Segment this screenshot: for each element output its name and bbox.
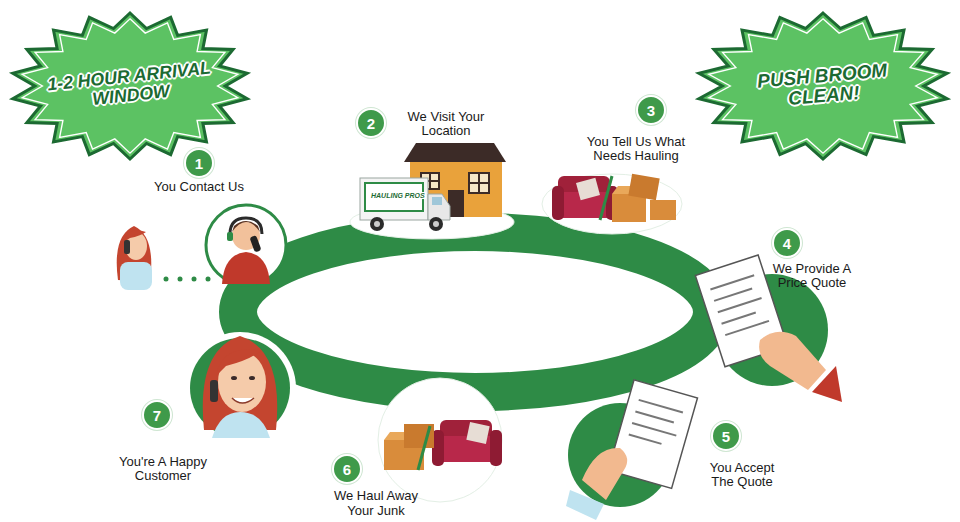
callout-number: 2 bbox=[367, 116, 375, 131]
starburst-badge: 1-2 HOUR ARRIVAL WINDOW bbox=[8, 10, 252, 162]
step-label: We Haul Away Your Junk bbox=[330, 489, 422, 518]
step-label: You're A Happy Customer bbox=[112, 455, 214, 484]
callout-number: 6 bbox=[343, 462, 351, 477]
step-circle: 3You Tell Us What Needs Hauling bbox=[636, 95, 666, 125]
callout-number: 7 bbox=[153, 408, 161, 423]
step-label: We Visit Your Location bbox=[402, 110, 490, 139]
step-circle: 5You Accept The Quote bbox=[711, 421, 741, 451]
step-label: You Tell Us What Needs Hauling bbox=[580, 135, 692, 164]
process-ring bbox=[238, 232, 712, 392]
happy-customer-illustration bbox=[184, 332, 296, 444]
junk-illustration bbox=[542, 174, 682, 234]
callout-number: 5 bbox=[722, 429, 730, 444]
haul-illustration bbox=[378, 378, 502, 502]
step-circle: 1You Contact Us bbox=[184, 148, 214, 178]
step-circle: 7You're A Happy Customer bbox=[142, 400, 172, 430]
truck-logo-text: HAULING PROS bbox=[370, 192, 426, 199]
step-circle: 2We Visit Your Location bbox=[356, 108, 386, 138]
callout-number: 3 bbox=[647, 103, 655, 118]
accept-illustration bbox=[566, 380, 697, 520]
step-label: We Provide A Price Quote bbox=[767, 262, 857, 291]
step-circle: 4We Provide A Price Quote bbox=[772, 228, 802, 258]
step-circle: 6We Haul Away Your Junk bbox=[332, 454, 362, 484]
callout-number: 4 bbox=[783, 236, 791, 251]
callout-number: 1 bbox=[195, 156, 203, 171]
visit-illustration bbox=[350, 143, 514, 239]
starburst-badge: PUSH BROOM CLEAN! bbox=[694, 10, 952, 162]
step-label: You Accept The Quote bbox=[703, 461, 781, 490]
contact-illustration bbox=[117, 205, 286, 290]
step-label: You Contact Us bbox=[129, 180, 269, 194]
